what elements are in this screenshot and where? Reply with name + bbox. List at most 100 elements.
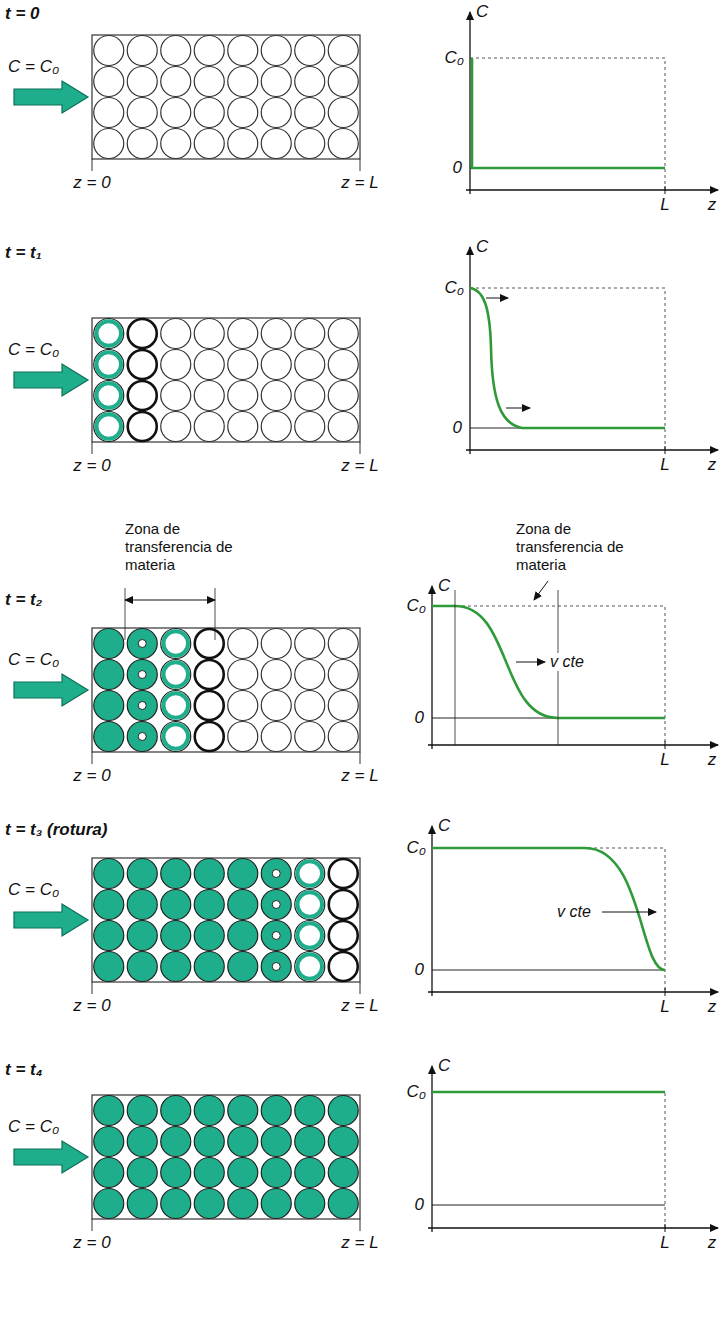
- empty-particle: [127, 36, 157, 66]
- front-particle: [195, 722, 224, 751]
- feed-arrow: [14, 364, 88, 396]
- c0-tick: C₀: [445, 48, 464, 68]
- c-axis-title: C: [476, 2, 488, 22]
- empty-particle: [194, 412, 224, 442]
- particle-ring: [163, 724, 188, 749]
- motion-arrow: [486, 298, 508, 299]
- dashed-frame: [432, 606, 665, 745]
- empty-particle: [261, 629, 291, 659]
- particle-core: [272, 932, 280, 940]
- saturated-particle: [228, 1158, 258, 1188]
- loading-particle: [161, 691, 191, 721]
- particle-core: [138, 671, 146, 679]
- empty-particle: [328, 412, 358, 442]
- saturated-particle: [94, 890, 124, 920]
- saturated-particle: [127, 952, 157, 982]
- empty-particle: [94, 129, 124, 159]
- empty-particle: [228, 412, 258, 442]
- empty-particle: [161, 98, 191, 128]
- saturated-particle: [127, 1189, 157, 1219]
- empty-particle: [295, 129, 325, 159]
- particle-core: [138, 702, 146, 710]
- empty-particle: [328, 660, 358, 690]
- outlet-position: z = L: [341, 996, 378, 1016]
- empty-particle: [194, 98, 224, 128]
- front-particle: [329, 859, 358, 888]
- c-axis: [469, 12, 470, 194]
- empty-particle: [228, 722, 258, 752]
- zone-boundary: [125, 588, 126, 640]
- z-axis: [466, 189, 718, 190]
- saturated-particle: [127, 1127, 157, 1157]
- saturated-particle: [161, 952, 191, 982]
- front-particle: [128, 319, 157, 348]
- front-particle: [195, 691, 224, 720]
- empty-particle: [161, 36, 191, 66]
- partial-particle: [261, 921, 291, 951]
- feed-arrow: [14, 904, 88, 936]
- concentration-curve: [432, 1091, 665, 1094]
- empty-particle: [194, 36, 224, 66]
- saturated-particle: [161, 890, 191, 920]
- empty-particle: [328, 36, 358, 66]
- feed-arrow: [14, 674, 88, 706]
- c-axis: [431, 586, 432, 749]
- saturated-particle: [261, 1189, 291, 1219]
- loading-particle: [94, 350, 124, 380]
- saturated-particle: [295, 1127, 325, 1157]
- empty-particle: [261, 412, 291, 442]
- empty-particle: [228, 660, 258, 690]
- saturated-particle: [94, 691, 124, 721]
- loading-particle: [94, 412, 124, 442]
- inlet-position: z = 0: [73, 1233, 110, 1253]
- saturated-particle: [295, 1096, 325, 1126]
- c0-tick: C₀: [407, 596, 426, 616]
- loading-particle: [295, 921, 325, 951]
- dashed-frame: [432, 848, 665, 992]
- outlet-position: z = L: [341, 173, 378, 193]
- saturated-particle: [328, 1096, 358, 1126]
- zero-tick: 0: [415, 708, 424, 728]
- zone-boundary: [215, 588, 216, 640]
- loading-particle: [295, 890, 325, 920]
- dashed-frame: [470, 288, 665, 450]
- empty-particle: [295, 691, 325, 721]
- saturated-particle: [127, 890, 157, 920]
- zero-line: [432, 1205, 665, 1206]
- c-axis: [469, 247, 470, 454]
- saturated-particle: [94, 921, 124, 951]
- empty-particle: [295, 722, 325, 752]
- time-label: t = 0: [5, 4, 40, 24]
- z-axis-title: z: [708, 750, 717, 770]
- empty-particle: [261, 67, 291, 97]
- outlet-position: z = L: [341, 766, 378, 786]
- front-particle: [128, 350, 157, 379]
- empty-particle: [261, 129, 291, 159]
- loading-particle: [161, 660, 191, 690]
- velocity-label: v cte: [556, 903, 592, 921]
- empty-particle: [295, 67, 325, 97]
- l-tick-label: L: [660, 750, 669, 770]
- empty-particle: [94, 98, 124, 128]
- empty-particle: [194, 129, 224, 159]
- inlet-position: z = 0: [73, 766, 110, 786]
- empty-particle: [228, 319, 258, 349]
- saturated-particle: [161, 1158, 191, 1188]
- saturated-particle: [161, 1189, 191, 1219]
- empty-particle: [328, 691, 358, 721]
- empty-particle: [328, 98, 358, 128]
- saturated-particle: [194, 921, 224, 951]
- c0-tick: C₀: [407, 838, 426, 858]
- velocity-label: v cte: [549, 653, 585, 671]
- z-axis-title: z: [708, 1233, 717, 1253]
- empty-particle: [228, 98, 258, 128]
- dashed-frame: [470, 58, 665, 190]
- empty-particle: [161, 129, 191, 159]
- empty-particle: [161, 412, 191, 442]
- front-particle: [329, 921, 358, 950]
- inlet-concentration: C = C₀: [8, 880, 59, 900]
- particle-ring: [96, 414, 121, 439]
- loading-particle: [94, 381, 124, 411]
- z-tick: [92, 159, 93, 171]
- l-tick-label: L: [660, 997, 669, 1017]
